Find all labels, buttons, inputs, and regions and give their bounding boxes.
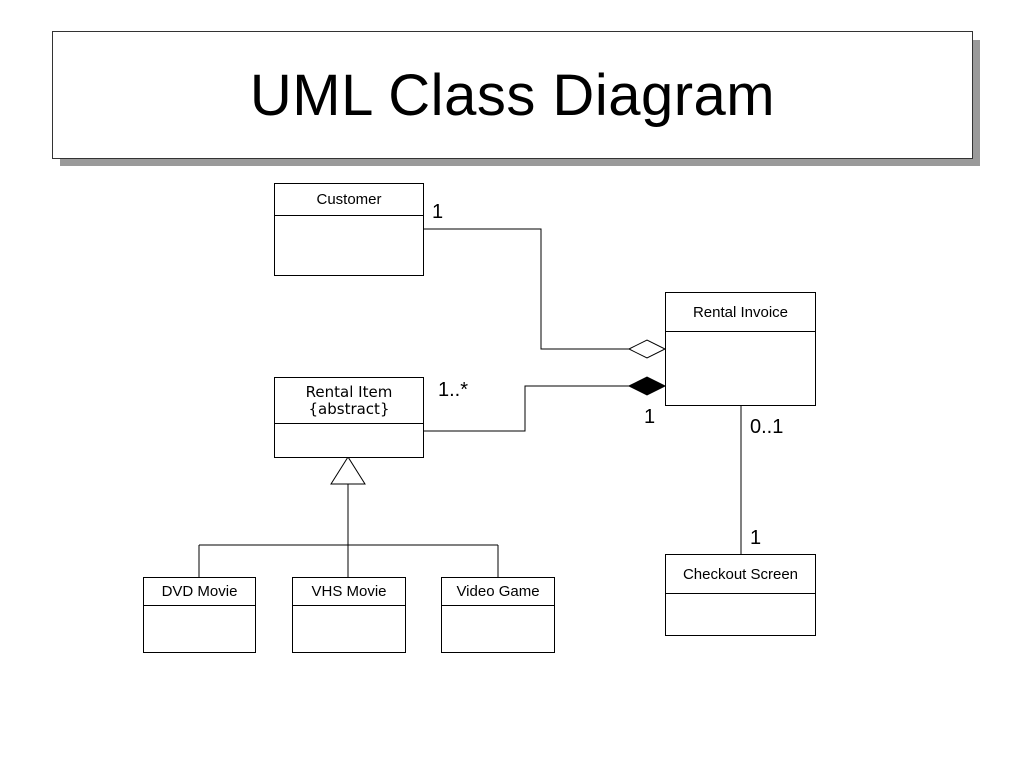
item-invoice-association: [423, 385, 629, 432]
aggregation-diamond: [627, 339, 667, 359]
class-vhs-movie-name: VHS Movie: [311, 583, 387, 600]
composition-diamond: [627, 376, 667, 396]
title-banner: UML Class Diagram: [52, 31, 973, 159]
class-rental-item-stereotype: {abstract}: [308, 399, 390, 418]
class-video-game-name: Video Game: [456, 583, 540, 600]
class-customer-name: Customer: [316, 191, 382, 208]
class-checkout-screen: Checkout Screen: [665, 554, 816, 636]
class-video-game: Video Game: [441, 577, 555, 653]
class-rental-item: Rental Item {abstract}: [274, 377, 424, 458]
customer-invoice-association: [423, 228, 629, 350]
multiplicity-customer: 1: [432, 201, 444, 223]
generalization-triangle: [330, 456, 366, 485]
multiplicity-invoice-checkout: 0..1: [750, 416, 784, 438]
class-dvd-movie-name: DVD Movie: [161, 583, 238, 600]
class-vhs-movie: VHS Movie: [292, 577, 406, 653]
class-customer: Customer: [274, 183, 424, 276]
class-dvd-movie: DVD Movie: [143, 577, 256, 653]
page-title: UML Class Diagram: [249, 62, 776, 128]
class-checkout-screen-name: Checkout Screen: [682, 565, 799, 583]
multiplicity-invoice-composition: 1: [644, 406, 656, 428]
class-rental-item-name: Rental Item: [305, 382, 393, 401]
class-rental-invoice: Rental Invoice: [665, 292, 816, 406]
multiplicity-checkout: 1: [750, 527, 762, 549]
multiplicity-rental-item: 1..*: [438, 379, 469, 401]
class-rental-invoice-name: Rental Invoice: [692, 303, 789, 321]
